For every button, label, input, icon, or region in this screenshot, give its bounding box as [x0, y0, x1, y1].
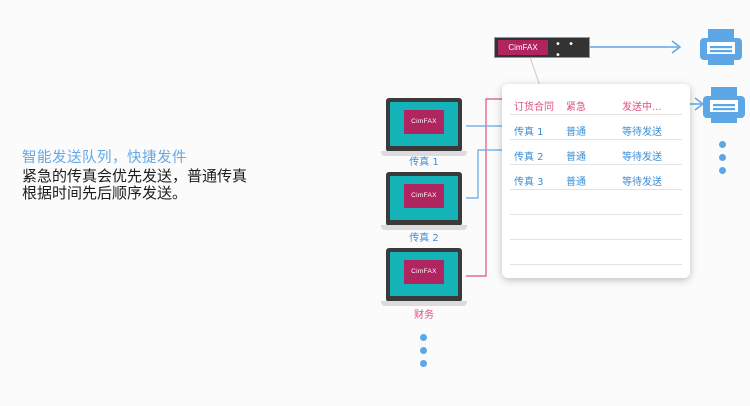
queue-item-status: 等待发送 [622, 127, 662, 138]
more-dot [719, 154, 726, 161]
description: 紧急的传真会优先发送，普通传真 根据时间先后顺序发送。 [22, 168, 322, 202]
queue-item-name: 传真 2 [514, 152, 544, 163]
queue-item-status: 等待发送 [622, 177, 662, 188]
queue-row: 传真 3 普通 等待发送 [510, 165, 682, 190]
screen-logo: CimFAX [404, 184, 444, 208]
printer-icon [703, 87, 745, 123]
queue-item-priority: 紧急 [566, 102, 586, 113]
screen-logo: CimFAX [404, 110, 444, 134]
description-line-1: 紧急的传真会优先发送，普通传真 [22, 167, 248, 185]
queue-item-status: 发送中... [622, 102, 662, 113]
printer-icon [700, 29, 742, 65]
more-dot [420, 347, 427, 354]
laptop-label-fax-1: 传真 1 [409, 157, 439, 168]
queue-item-name: 订货合同 [514, 102, 554, 113]
laptop-fax-2: CimFAX [381, 172, 467, 240]
more-dot [420, 360, 427, 367]
device-indicator-dots: • • • [555, 39, 576, 61]
device-brand-logo: CimFAX [498, 40, 548, 55]
queue-item-name: 传真 1 [514, 127, 544, 138]
more-dot [719, 141, 726, 148]
queue-item-priority: 普通 [566, 152, 586, 163]
urgent-connector [466, 98, 508, 277]
more-dot [719, 167, 726, 174]
queue-row-empty [510, 215, 682, 240]
heading: 智能发送队列，快捷发件 [22, 150, 187, 166]
queue-item-priority: 普通 [566, 127, 586, 138]
queue-item-priority: 普通 [566, 177, 586, 188]
queue-row-urgent: 订货合同 紧急 发送中... [510, 90, 682, 115]
more-dot [420, 334, 427, 341]
fax-device: CimFAX • • • [494, 37, 590, 61]
queue-row-empty [510, 240, 682, 265]
queue-item-name: 传真 3 [514, 177, 544, 188]
arrow-head-1 [671, 40, 682, 54]
queue-row: 传真 2 普通 等待发送 [510, 140, 682, 165]
laptop-label-finance: 财务 [414, 310, 434, 321]
screen-logo: CimFAX [404, 260, 444, 284]
queue-item-status: 等待发送 [622, 152, 662, 163]
device-to-queue-line [529, 56, 541, 87]
send-queue-panel: 订货合同 紧急 发送中... 传真 1 普通 等待发送 传真 2 普通 等待发送… [502, 84, 690, 278]
laptop-label-fax-2: 传真 2 [409, 233, 439, 244]
queue-row-empty [510, 190, 682, 215]
queue-row: 传真 1 普通 等待发送 [510, 115, 682, 140]
description-line-2: 根据时间先后顺序发送。 [22, 184, 188, 202]
laptop-finance: CimFAX [381, 248, 467, 316]
laptop-fax-1: CimFAX [381, 98, 467, 166]
connector-fax-2 [466, 149, 508, 199]
